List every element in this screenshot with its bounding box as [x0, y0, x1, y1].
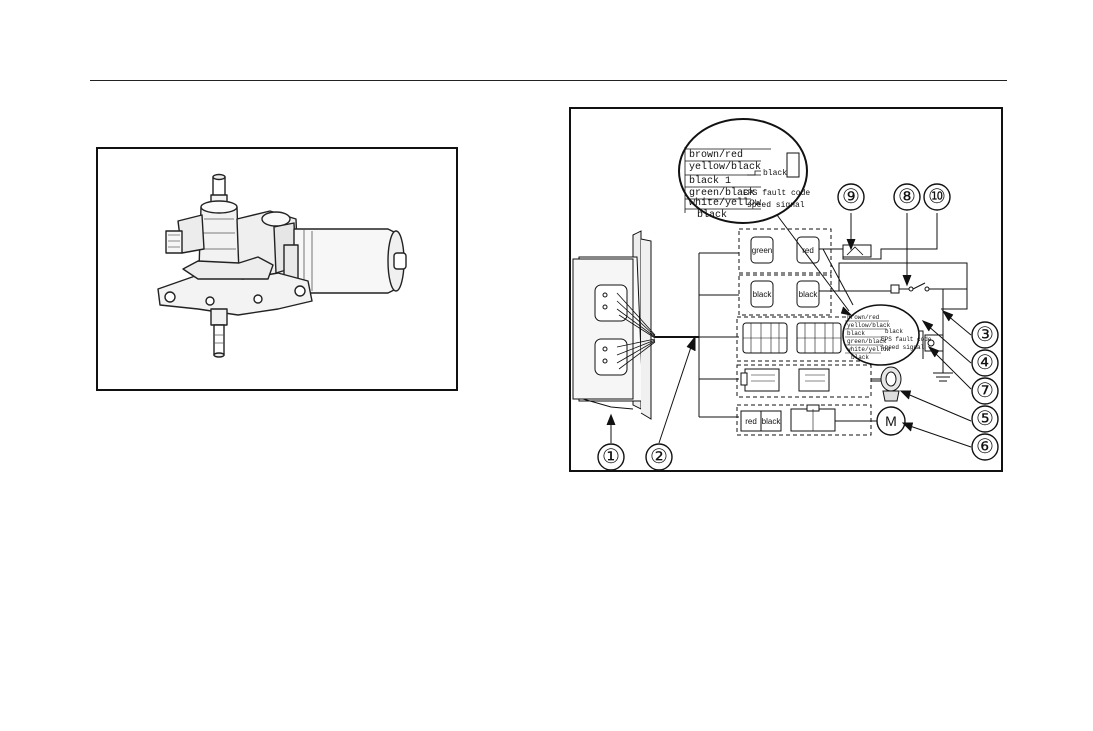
- connector-label-red: red: [802, 246, 814, 255]
- callout-5: ⑤: [976, 408, 994, 430]
- mag-wire-yellow-black: yellow/black: [689, 161, 761, 173]
- callout-10: ⑩: [928, 186, 946, 208]
- small-wire-white-yellow: white/yellow: [847, 346, 891, 353]
- mag-wire-brown-red: brown/red: [689, 149, 743, 161]
- mag-wire-white-yellow: white/yellow: [689, 197, 761, 209]
- small-wire-black-bottom: black: [851, 354, 869, 361]
- connector-label-black-a: black: [753, 290, 773, 299]
- callout-3: ③: [976, 324, 994, 346]
- connector-label-black-b: black: [799, 290, 819, 299]
- mag-eps-fault: EPS fault code: [743, 189, 810, 198]
- eps-unit-drawing: [157, 173, 407, 358]
- mag-wire-black: black: [697, 209, 727, 221]
- small-wire-yellow-black: yellow/black: [847, 322, 891, 329]
- connector-label-red-bottom: red: [745, 417, 757, 426]
- callout-6: ⑥: [976, 436, 994, 458]
- small-wire-black-right: black: [885, 328, 903, 335]
- wiring-diagram-canvas: brown/red yellow/black black 1 black gre…: [572, 118, 999, 470]
- callout-7: ⑦: [976, 380, 994, 402]
- eps-unit-figure: [96, 147, 458, 391]
- small-speed-signal: speed signal: [881, 344, 925, 351]
- small-eps-fault: EPS fault code: [881, 336, 932, 343]
- connector-label-black-bottom: black: [762, 417, 782, 426]
- callout-9: ⑨: [842, 186, 860, 208]
- callout-1: ①: [602, 446, 620, 468]
- small-wire-brown-red: brown/red: [847, 314, 880, 321]
- callout-2: ②: [650, 446, 668, 468]
- mag-wire-green-black: green/black: [689, 187, 755, 199]
- connector-label-green: green: [752, 246, 772, 255]
- eps-controller: [572, 230, 699, 420]
- ignition-switch: [871, 366, 902, 402]
- header-rule: [90, 80, 1007, 81]
- callout-8: ⑧: [898, 186, 916, 208]
- mag-speed-signal: speed signal: [747, 201, 805, 210]
- mag-wire-black-right: black: [763, 169, 787, 178]
- eps-wiring-diagram: brown/red yellow/black black 1 black gre…: [569, 107, 1003, 472]
- small-wire-black: black: [847, 330, 865, 337]
- mag-wire-black-1: black 1: [689, 175, 731, 187]
- small-wire-green-black: green/black: [847, 338, 887, 345]
- motor-symbol: M: [885, 413, 897, 429]
- callout-4: ④: [976, 352, 994, 374]
